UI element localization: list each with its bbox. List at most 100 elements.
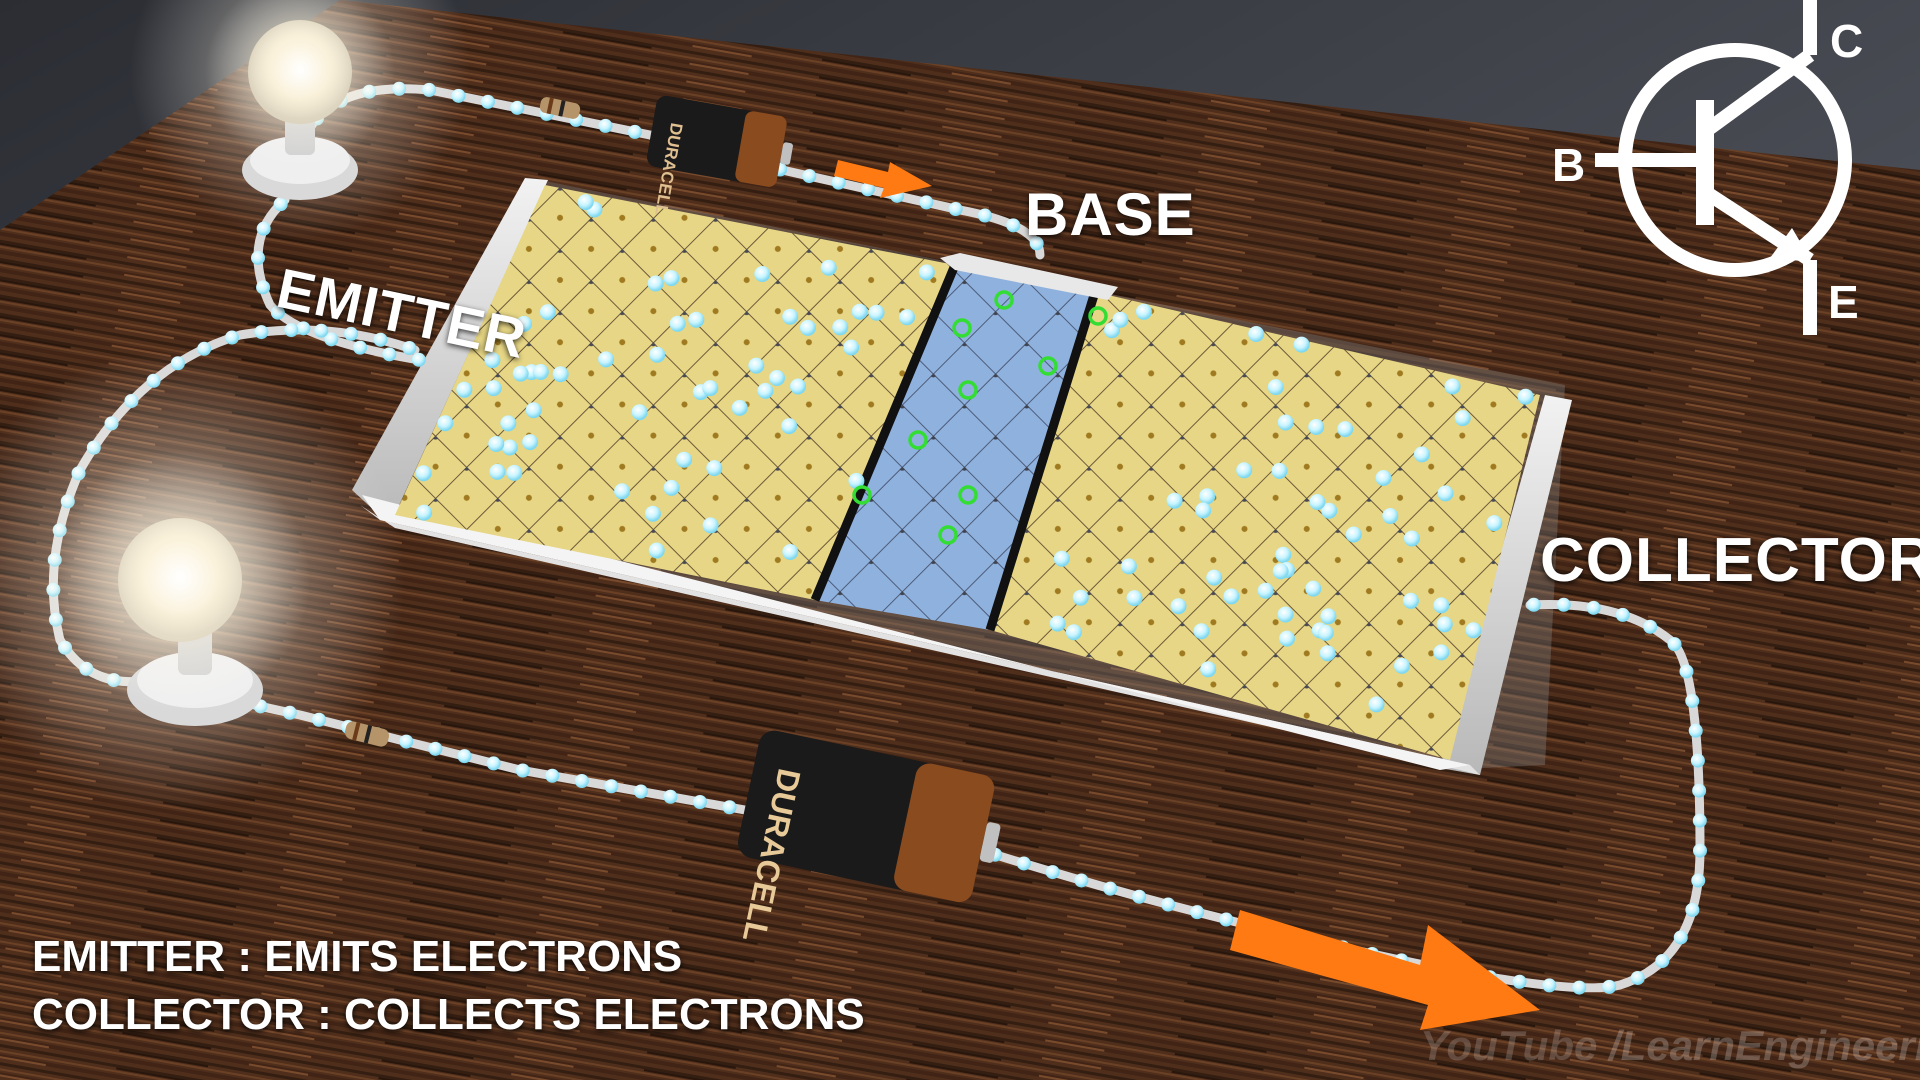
wire-electron bbox=[1685, 902, 1700, 917]
wire-electron bbox=[353, 340, 368, 355]
resistor-bottom bbox=[344, 721, 390, 747]
wire-electron bbox=[1572, 980, 1587, 995]
wire-electron bbox=[457, 749, 472, 764]
wire-electron bbox=[256, 280, 271, 295]
base-holes bbox=[852, 290, 1108, 545]
lattice-electron bbox=[1345, 526, 1362, 543]
battery-top: DURACELL bbox=[647, 95, 793, 217]
wire-electron bbox=[254, 325, 269, 340]
lattice-electron bbox=[614, 483, 631, 500]
lattice-electron bbox=[868, 304, 885, 321]
caption-emitter: EMITTER : EMITS ELECTRONS bbox=[32, 932, 683, 981]
lattice-electron bbox=[1321, 502, 1338, 519]
lattice-electron bbox=[1337, 421, 1354, 438]
lattice-electron bbox=[1206, 569, 1223, 586]
lattice-electron bbox=[1277, 414, 1294, 431]
lattice-electron bbox=[688, 311, 705, 328]
lattice-electron bbox=[631, 404, 648, 421]
wire-electron bbox=[722, 800, 737, 815]
watermark-platform: YouTube bbox=[1420, 1022, 1598, 1069]
lattice-electron bbox=[1072, 589, 1089, 606]
wire-electron bbox=[1673, 930, 1688, 945]
wire-electron bbox=[692, 794, 707, 809]
wire-electron bbox=[1691, 873, 1706, 888]
wire-electron bbox=[402, 341, 417, 356]
lattice-electron bbox=[415, 465, 432, 482]
lattice-electron bbox=[1236, 462, 1253, 479]
lattice-electron bbox=[525, 402, 542, 419]
collector-n-region bbox=[990, 292, 1540, 760]
lattice-electron bbox=[489, 463, 506, 480]
lattice-electron bbox=[649, 346, 666, 363]
wire-electron bbox=[1690, 753, 1705, 768]
lattice-electron bbox=[1375, 470, 1392, 486]
lattice-electron bbox=[843, 339, 860, 356]
symbol-collector-letter: C bbox=[1830, 15, 1864, 67]
lattice-electron bbox=[1195, 502, 1212, 519]
lattice-electron bbox=[1271, 462, 1288, 479]
wire-electron bbox=[284, 323, 299, 338]
lattice-electron bbox=[532, 364, 549, 380]
lattice-electron bbox=[1433, 644, 1450, 661]
wire-electron bbox=[1029, 236, 1044, 251]
lattice-electron bbox=[754, 266, 771, 282]
wire-electron bbox=[270, 305, 285, 320]
lattice-electron bbox=[416, 504, 433, 521]
wire-electron bbox=[598, 118, 613, 133]
lattice-electron bbox=[1394, 657, 1410, 674]
lattice-electron bbox=[1486, 515, 1503, 532]
lattice-electron bbox=[676, 451, 693, 468]
lattice-electron bbox=[522, 434, 539, 451]
lattice-electron bbox=[1257, 582, 1274, 599]
wire-electron bbox=[1643, 619, 1658, 634]
wire-electron bbox=[1615, 607, 1630, 622]
lattice-electron bbox=[899, 309, 915, 326]
lattice-electron bbox=[1444, 378, 1461, 395]
lattice-electron bbox=[799, 319, 816, 336]
emitter-n-region bbox=[395, 185, 955, 600]
lattice-electron bbox=[1223, 588, 1240, 605]
wire-electron bbox=[296, 321, 311, 336]
watermark-channel: /LearnEngineering bbox=[1609, 1022, 1920, 1069]
wire-electron bbox=[1630, 970, 1645, 985]
wire-electron bbox=[1692, 843, 1707, 858]
arrow-bottom bbox=[1230, 910, 1540, 1030]
wire-electron bbox=[1190, 905, 1205, 920]
wire-electron bbox=[1667, 637, 1682, 652]
lattice-electron bbox=[485, 380, 502, 397]
wire-electron bbox=[344, 326, 359, 341]
lattice-electron bbox=[1272, 563, 1289, 580]
lattice-electron bbox=[1382, 508, 1399, 524]
wire-electron bbox=[480, 94, 495, 109]
lattice-electron bbox=[1293, 336, 1310, 353]
lattice-electron bbox=[1053, 550, 1070, 567]
symbol-base-letter: B bbox=[1552, 139, 1586, 191]
lattice-electron bbox=[1112, 311, 1129, 328]
lattice-electron bbox=[1319, 645, 1336, 662]
lattice-electron bbox=[782, 308, 799, 325]
resistor-top bbox=[539, 97, 581, 119]
wire-electron bbox=[1692, 783, 1707, 798]
wire-electron bbox=[1016, 856, 1031, 871]
lattice-electron bbox=[1454, 410, 1471, 427]
bulb-top bbox=[130, 0, 470, 240]
wire-electron bbox=[627, 124, 642, 139]
wire-electron bbox=[251, 250, 266, 265]
wire-electron bbox=[919, 195, 934, 210]
lattice-electron bbox=[1135, 303, 1152, 320]
collector-label: COLLECTOR bbox=[1540, 526, 1920, 595]
wire-electron bbox=[1045, 865, 1060, 880]
lattice-electron bbox=[1267, 379, 1284, 396]
lattice-electron bbox=[1248, 326, 1265, 342]
lattice-electron bbox=[1437, 485, 1454, 502]
wire-electron bbox=[399, 734, 414, 749]
wire-electron bbox=[977, 208, 992, 223]
lattice-electron bbox=[706, 460, 723, 477]
lattice-electron bbox=[702, 517, 719, 534]
lattice-electron bbox=[832, 319, 849, 336]
wire-electron bbox=[1586, 600, 1601, 615]
lattice-electron bbox=[577, 194, 594, 211]
lattice-electron bbox=[644, 505, 661, 522]
wire-electron bbox=[1542, 978, 1557, 993]
wire-electron bbox=[428, 741, 443, 756]
